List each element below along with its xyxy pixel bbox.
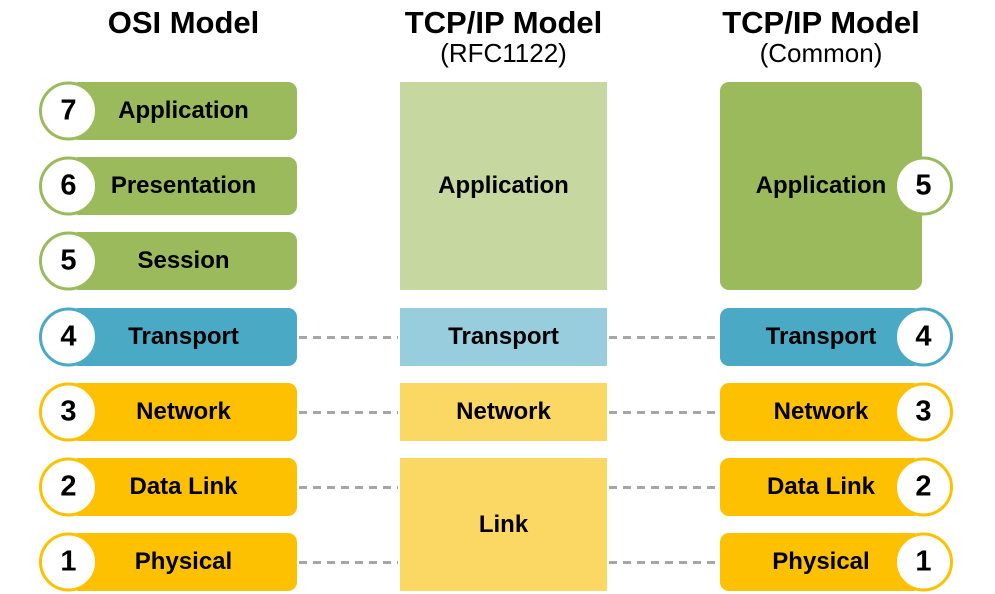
rfc-column-header: TCP/IP Model (RFC1122) [400, 6, 607, 68]
common-layer-1-number-badge: 1 [894, 532, 953, 592]
common-layer-4-number-badge: 4 [894, 307, 953, 367]
rfc-layer-transport: Transport [400, 308, 607, 366]
common-column-title: TCP/IP Model [722, 5, 920, 40]
common-layer-application-label: Application [755, 172, 887, 199]
rfc-layer-application-label: Application [438, 172, 569, 199]
common-layer-network: Network 3 [720, 382, 953, 442]
rfc-column-title: TCP/IP Model [404, 5, 603, 40]
common-layer-5-number-badge: 5 [894, 156, 953, 216]
osi-layer-transport-label: Transport [128, 323, 239, 350]
rfc-column-subtitle: (RFC1122) [440, 38, 567, 69]
common-column-header: TCP/IP Model (Common) [720, 6, 922, 68]
osi-layer-7-number-badge: 7 [39, 81, 98, 141]
connector-physical-right [609, 561, 718, 564]
common-layer-physical: Physical 1 [720, 532, 953, 592]
common-column-subtitle: (Common) [759, 38, 883, 69]
rfc-layer-network: Network [400, 383, 607, 441]
connector-transport-right [609, 336, 718, 339]
rfc-layer-link: Link [400, 458, 607, 591]
osi-layer-network: 3 Network [39, 382, 297, 442]
osi-layer-application-label: Application [118, 97, 249, 124]
common-layer-transport: Transport 4 [720, 307, 953, 367]
osi-layer-datalink: 2 Data Link [39, 457, 297, 517]
osi-layer-1-number-badge: 1 [39, 532, 98, 592]
osi-layer-presentation: 6 Presentation [39, 156, 297, 216]
osi-layer-physical: 1 Physical [39, 532, 297, 592]
osi-layer-2-number-badge: 2 [39, 457, 98, 517]
common-layer-physical-label: Physical [772, 548, 870, 575]
common-layer-datalink: Data Link 2 [720, 457, 953, 517]
common-layer-network-label: Network [773, 398, 869, 425]
connector-datalink-left [299, 486, 398, 489]
osi-layer-physical-label: Physical [134, 548, 233, 575]
connector-datalink-right [609, 486, 718, 489]
common-layer-2-number-badge: 2 [894, 457, 953, 517]
osi-layer-network-label: Network [136, 398, 231, 425]
common-layer-transport-label: Transport [765, 323, 877, 350]
osi-layer-6-number-badge: 6 [39, 156, 98, 216]
osi-layer-4-number-badge: 4 [39, 307, 98, 367]
osi-layer-application: 7 Application [39, 81, 297, 141]
osi-layer-transport: 4 Transport [39, 307, 297, 367]
rfc-layer-link-label: Link [478, 510, 529, 538]
connector-network-right [609, 411, 718, 414]
common-layer-application: Application 5 [720, 82, 953, 290]
osi-layer-session: 5 Session [39, 231, 297, 291]
connector-transport-left [299, 336, 398, 339]
osi-column-header: OSI Model [70, 5, 297, 40]
rfc-layer-network-label: Network [456, 398, 551, 425]
osi-layer-session-label: Session [137, 247, 230, 274]
connector-physical-left [299, 561, 398, 564]
osi-column-title: OSI Model [107, 5, 260, 40]
osi-layer-datalink-label: Data Link [129, 473, 238, 500]
osi-layer-3-number-badge: 3 [39, 382, 98, 442]
rfc-layer-application: Application [400, 82, 607, 290]
osi-layer-presentation-label: Presentation [110, 172, 257, 199]
common-layer-datalink-label: Data Link [766, 473, 876, 500]
osi-layer-5-number-badge: 5 [39, 231, 98, 291]
connector-network-left [299, 411, 398, 414]
common-layer-3-number-badge: 3 [894, 382, 953, 442]
rfc-layer-transport-label: Transport [448, 323, 559, 350]
